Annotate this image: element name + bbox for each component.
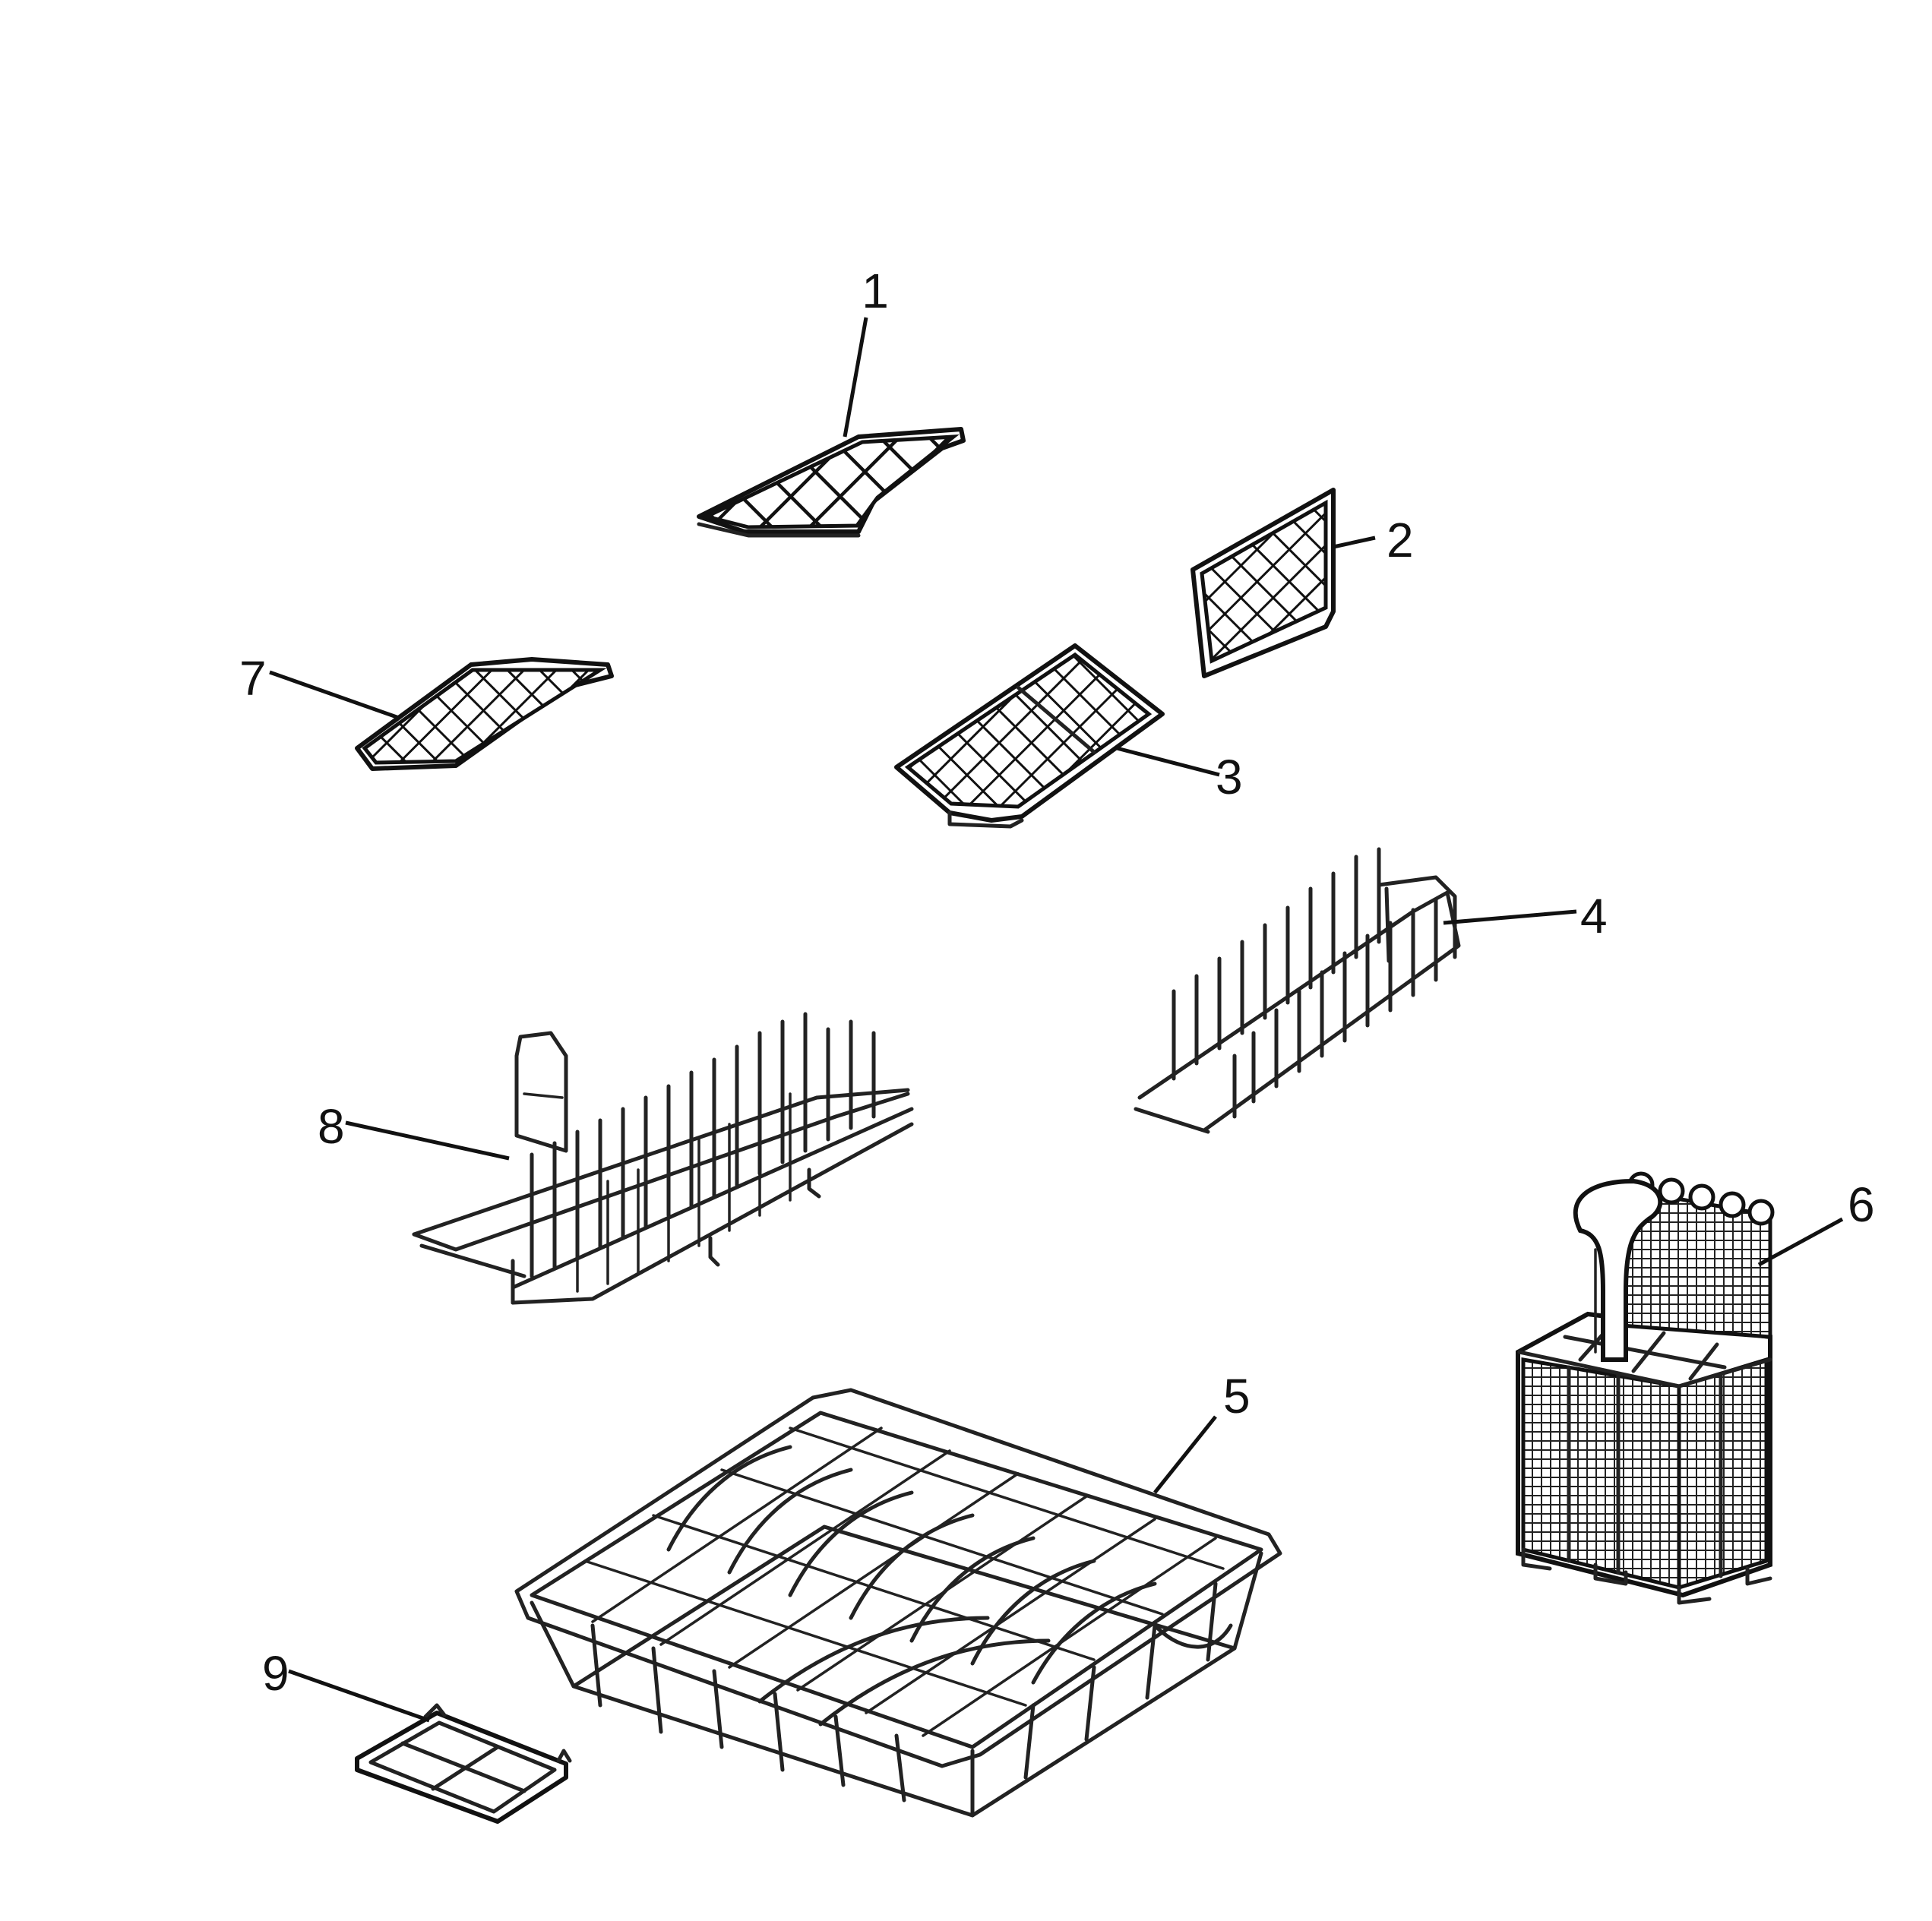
part-3-label: 3 xyxy=(1216,750,1243,804)
part-8-label: 8 xyxy=(318,1099,345,1154)
part-6-cutlery-basket xyxy=(1516,1171,1775,1605)
part-3-flip-shelf xyxy=(894,643,1165,829)
part-7-label: 7 xyxy=(239,651,267,706)
part-8-fold-down-rack xyxy=(412,1012,914,1305)
part-1-shelf-insert xyxy=(697,427,966,538)
part-3-callout: 3 xyxy=(1116,746,1243,804)
part-7-shelf-insert xyxy=(355,657,614,771)
part-6-label: 6 xyxy=(1848,1177,1875,1232)
part-5-label: 5 xyxy=(1223,1369,1251,1423)
part-9-label: 9 xyxy=(262,1646,289,1701)
part-2-side-panel xyxy=(1191,488,1336,678)
part-4-label: 4 xyxy=(1580,889,1608,943)
part-7-callout: 7 xyxy=(239,651,400,720)
part-4-callout: 4 xyxy=(1443,889,1608,943)
part-1-callout: 1 xyxy=(843,264,889,438)
part-9-small-tray xyxy=(355,1703,572,1824)
part-9-callout: 9 xyxy=(262,1646,430,1723)
part-4-tine-rack xyxy=(1134,847,1461,1134)
part-1-label: 1 xyxy=(862,264,889,318)
part-2-callout: 2 xyxy=(1333,513,1414,567)
part-6-callout: 6 xyxy=(1757,1177,1875,1267)
part-5-lower-basket xyxy=(514,1388,1282,1818)
part-8-callout: 8 xyxy=(318,1099,510,1161)
part-5-callout: 5 xyxy=(1153,1369,1251,1494)
part-2-label: 2 xyxy=(1387,513,1414,567)
